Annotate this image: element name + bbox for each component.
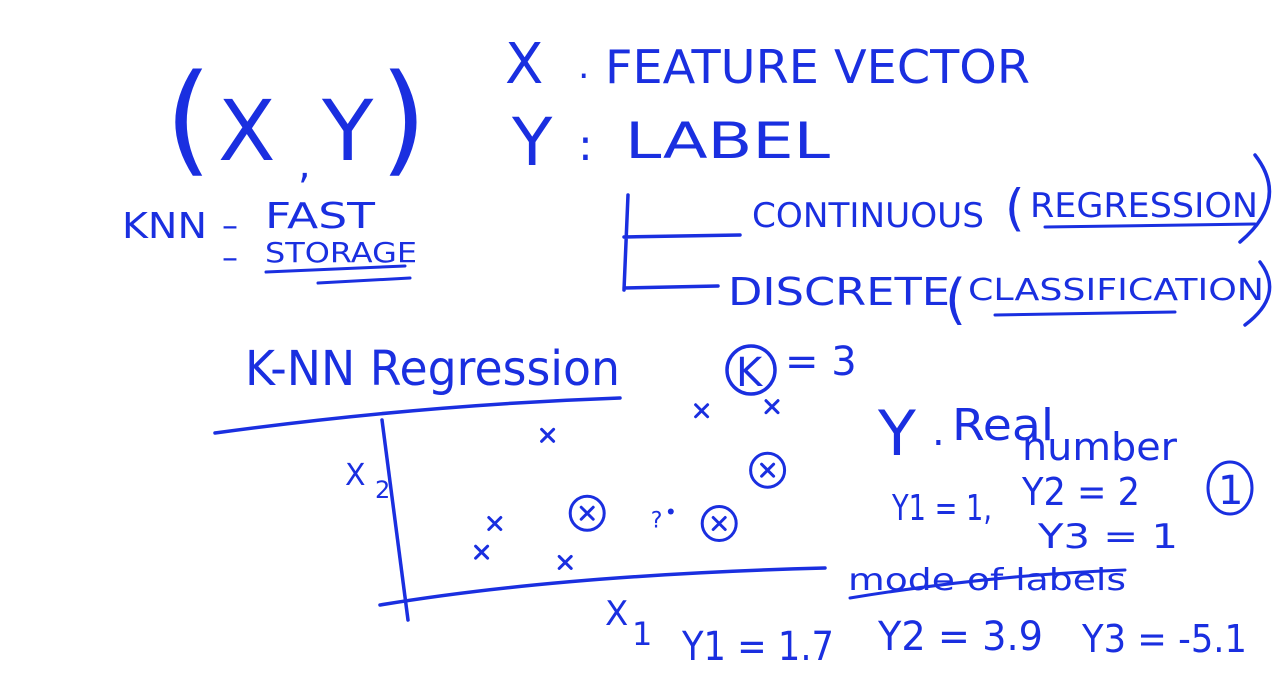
y-number-word: number xyxy=(1022,425,1177,469)
title-underline xyxy=(213,396,622,435)
regression-close-paren xyxy=(1238,153,1272,244)
knn-dash-fast: – xyxy=(222,206,238,244)
x-definition-separator: . xyxy=(578,46,589,87)
label-type-tree: CONTINUOUS ( REGRESSION DISCRETE ( CLASS… xyxy=(622,153,1272,331)
k-equals-value: = 3 xyxy=(785,339,857,385)
x-definition-meaning: FEATURE VECTOR xyxy=(605,40,1030,94)
y-definition-separator: : xyxy=(578,120,593,171)
knn-notes: KNN – FAST – STORAGE xyxy=(122,196,417,285)
point-marker-4 xyxy=(579,505,595,521)
pair-x-symbol: X xyxy=(218,82,276,180)
data-point xyxy=(474,544,490,560)
point-marker-7 xyxy=(760,462,776,478)
query-point-label: ? xyxy=(651,509,663,534)
point-marker-6 xyxy=(764,399,780,415)
plot-x-axis-subscript: 1 xyxy=(632,615,652,653)
example2-y3: Y3 = -5.1 xyxy=(1081,617,1247,661)
classification-close-paren xyxy=(1243,260,1272,327)
example1-y3: Y3 = 1 xyxy=(1037,517,1178,557)
plot-y-axis-subscript: 2 xyxy=(375,476,390,504)
data-point xyxy=(764,399,780,415)
data-point xyxy=(557,554,573,570)
neighbor-circle-7 xyxy=(749,451,787,489)
neighbor-circle-8 xyxy=(700,505,738,542)
nearest-neighbor-point xyxy=(749,451,787,489)
plot-x-axis-label: X xyxy=(605,594,628,634)
example2-y2: Y2 = 3.9 xyxy=(877,614,1043,660)
y-definition-meaning: LABEL xyxy=(625,112,830,170)
data-point xyxy=(694,403,710,419)
prediction-circle xyxy=(1206,460,1254,516)
data-point xyxy=(487,516,503,531)
example1-prediction: 1 xyxy=(1218,468,1243,514)
storage-underline xyxy=(264,264,412,285)
regression-underline xyxy=(1043,222,1257,229)
nearest-neighbor-point xyxy=(568,494,606,532)
pair-comma: , xyxy=(298,142,311,188)
plot-y-axis-label: X xyxy=(345,458,366,493)
knn-dash-storage: – xyxy=(222,238,238,276)
example1-y1: Y1 = 1, xyxy=(891,488,992,529)
point-marker-2 xyxy=(474,544,490,560)
point-marker-8 xyxy=(711,516,727,531)
regression-section: K-NN Regression K = 3 Y . Real number X … xyxy=(213,339,1254,670)
classification-task-label: CLASSIFICATION xyxy=(968,273,1264,308)
plot-x-axis xyxy=(378,566,827,607)
classification-underline xyxy=(993,310,1177,317)
plot-points xyxy=(474,399,787,570)
knn-fast-note: FAST xyxy=(265,196,376,237)
classification-open-paren: ( xyxy=(945,268,966,331)
y-real-word: Real xyxy=(952,400,1054,451)
point-marker-0 xyxy=(540,427,556,443)
knn-abbreviation: KNN xyxy=(122,206,207,247)
regression-open-paren: ( xyxy=(1005,179,1025,237)
plot-y-axis xyxy=(380,418,410,622)
continuous-label: CONTINUOUS xyxy=(752,196,984,236)
discrete-label: DISCRETE xyxy=(728,270,950,314)
data-point xyxy=(540,427,556,443)
scatter-plot: X 2 X 1 ? xyxy=(345,399,827,653)
regression-task-label: REGRESSION xyxy=(1030,186,1258,226)
point-marker-1 xyxy=(487,516,503,531)
query-point xyxy=(667,508,674,515)
neighbor-circle-4 xyxy=(568,494,606,532)
point-marker-3 xyxy=(557,554,573,570)
nearest-neighbor-point xyxy=(700,505,738,542)
regression-title: K-NN Regression xyxy=(245,341,620,397)
y-real-symbol: Y xyxy=(877,397,916,470)
x-definition-symbol: X xyxy=(505,32,543,97)
query-point-group: ? xyxy=(651,508,674,534)
point-marker-5 xyxy=(694,403,710,419)
pair-notation: ( X , Y ) xyxy=(165,50,427,189)
knn-storage-note: STORAGE xyxy=(265,236,417,269)
k-symbol: K xyxy=(736,350,764,396)
example2-y1: Y1 = 1.7 xyxy=(681,624,834,670)
pair-y-symbol: Y xyxy=(321,82,374,180)
mode-underline xyxy=(848,568,1127,600)
example1-y2: Y2 = 2 xyxy=(1021,470,1140,514)
k-circle xyxy=(725,344,777,396)
open-paren: ( xyxy=(165,50,212,189)
close-paren: ) xyxy=(380,50,427,189)
y-real-separator: . xyxy=(932,409,945,455)
tree-connector xyxy=(622,193,742,292)
y-definition-symbol: Y xyxy=(511,104,553,181)
definitions: X . FEATURE VECTOR Y : LABEL xyxy=(505,32,1030,181)
